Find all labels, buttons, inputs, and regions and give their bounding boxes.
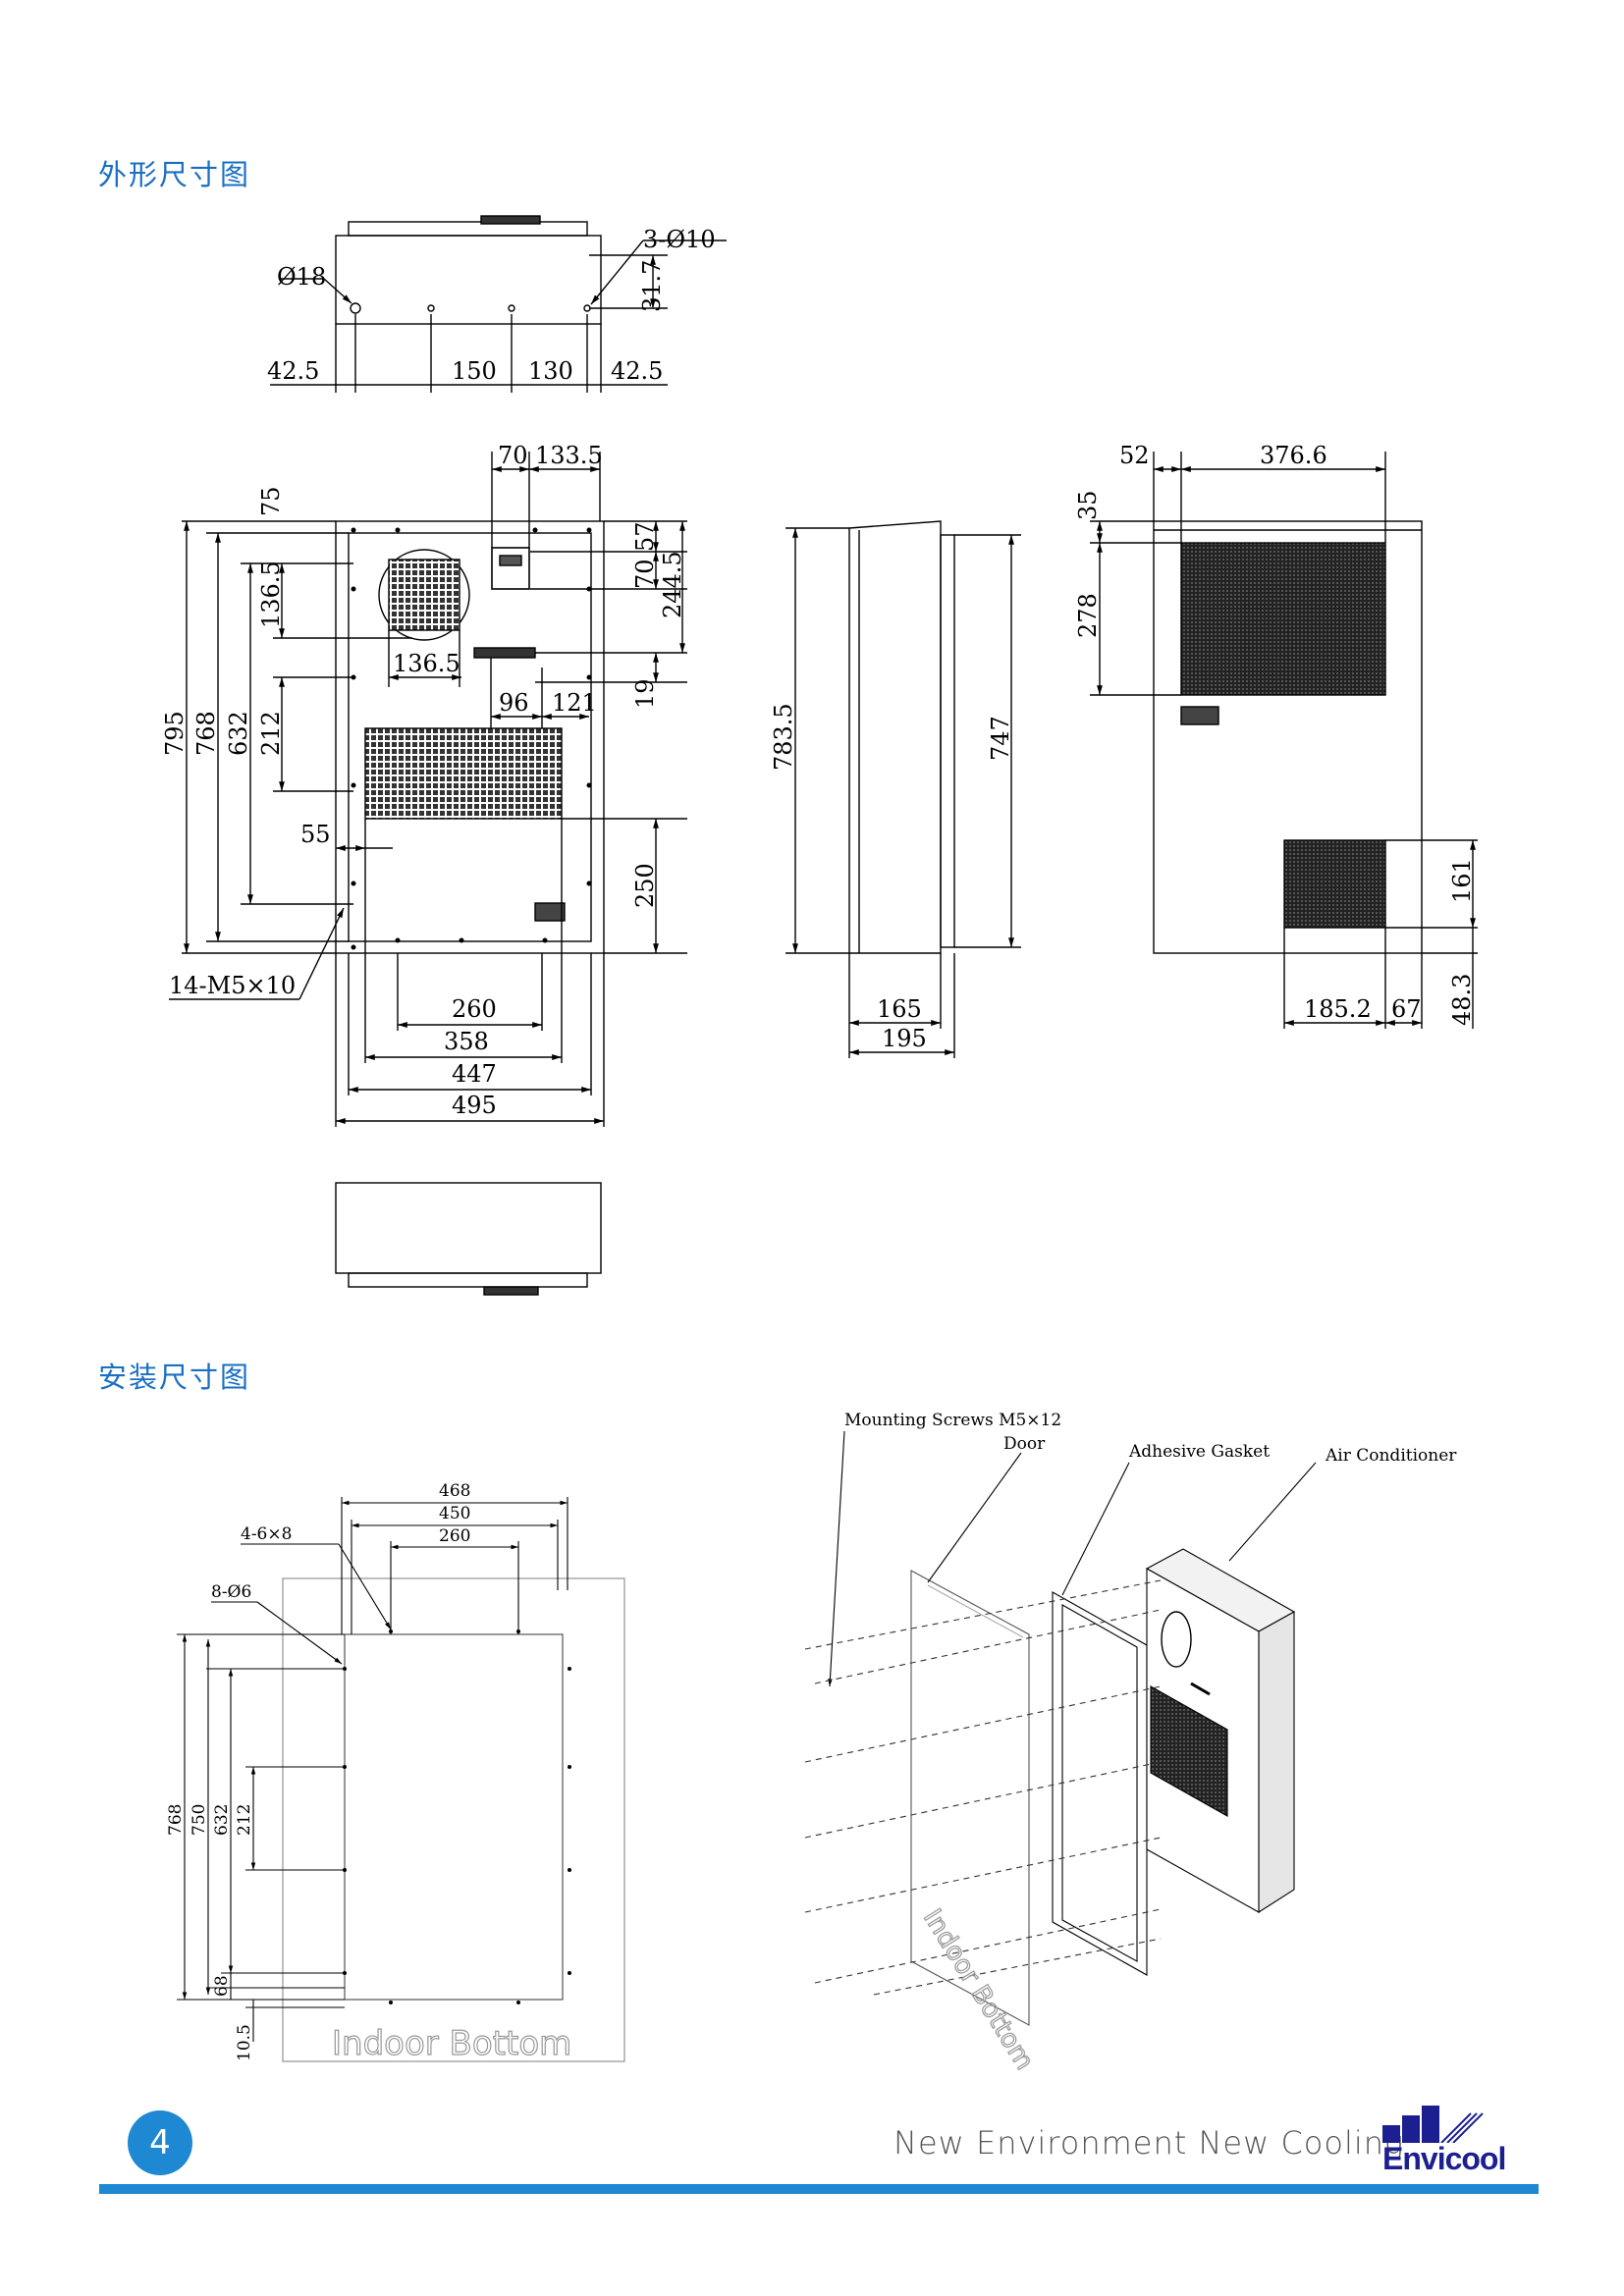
dim-cut-750: 750 [189, 1804, 209, 1836]
dim-front-136-5-inner: 136.5 [393, 650, 460, 677]
dim-back-35: 35 [1074, 490, 1102, 520]
label-cut-8-6: 8-Ø6 [211, 1582, 251, 1602]
dim-front-70-top: 70 [498, 442, 528, 469]
dim-front-495: 495 [452, 1092, 497, 1119]
dim-front-795: 795 [161, 711, 189, 756]
label-front-screws: 14-M5×10 [169, 972, 296, 999]
brand-name: Envicool [1382, 2141, 1506, 2176]
dim-front-447: 447 [452, 1060, 497, 1088]
dim-cut-632: 632 [212, 1804, 232, 1836]
dim-front-70-right: 70 [631, 559, 659, 589]
side-view [785, 520, 1021, 1058]
cutout-view-labels: 468 450 260 4-6×8 8-Ø6 768 750 632 212 6… [166, 1481, 572, 2064]
section-title-outline: 外形尺寸图 [98, 158, 251, 191]
dim-front-358: 358 [444, 1028, 489, 1055]
dim-front-632: 632 [225, 711, 252, 756]
dim-front-260: 260 [452, 995, 497, 1023]
dim-top-42-5-right: 42.5 [611, 357, 663, 385]
label-door: Door [1003, 1434, 1046, 1454]
label-air-conditioner: Air Conditioner [1325, 1446, 1457, 1466]
dim-cut-450: 450 [439, 1504, 470, 1523]
dim-top-3x10: 3-Ø10 [643, 226, 716, 253]
section-title-installation: 安装尺寸图 [98, 1361, 251, 1394]
cutout-watermark: Indoor Bottom [332, 2024, 571, 2063]
dim-back-185-2: 185.2 [1304, 995, 1372, 1023]
dim-front-57: 57 [631, 521, 659, 552]
page-number: 4 [128, 2110, 192, 2175]
footer-bar [99, 2184, 1539, 2194]
dim-top-31-7: 31.7 [638, 260, 666, 312]
label-adhesive-gasket: Adhesive Gasket [1128, 1442, 1270, 1462]
dim-top-42-5-left: 42.5 [267, 357, 319, 385]
front-view-labels: 70 133.5 57 70 244.5 19 250 75 136.5 795… [161, 442, 686, 1119]
dim-cut-768: 768 [166, 1804, 186, 1836]
dim-front-244-5: 244.5 [659, 551, 686, 618]
dim-top-130: 130 [528, 357, 573, 385]
door-watermark: Indoor Bottom [917, 1904, 1039, 2075]
side-view-labels: 783.5 747 165 195 [770, 703, 1014, 1052]
dim-back-376-6: 376.6 [1260, 442, 1327, 469]
dim-cut-68: 68 [212, 1975, 232, 1997]
dim-cut-10-5: 10.5 [235, 2024, 254, 2061]
front-view [169, 452, 687, 1127]
label-mounting-screws: Mounting Screws M5×12 [844, 1411, 1061, 1430]
cutout-view [177, 1497, 625, 2062]
dim-side-747: 747 [987, 716, 1014, 761]
dim-front-75: 75 [257, 486, 285, 516]
dim-front-250: 250 [631, 863, 659, 908]
back-view-labels: 52 376.6 35 278 161 185.2 67 48.3 [1074, 442, 1476, 1026]
dim-cut-468: 468 [439, 1481, 470, 1501]
label-cut-4-6x8: 4-6×8 [241, 1524, 292, 1544]
dim-cut-260: 260 [439, 1526, 470, 1546]
brand-logo: Envicool [1382, 2104, 1540, 2176]
dim-top-150: 150 [452, 357, 497, 385]
brand-mark-icon [1382, 2106, 1484, 2144]
footer-slogan: New Environment New Cooling [893, 2124, 1405, 2162]
dim-back-48-3: 48.3 [1448, 974, 1476, 1026]
dim-front-136-5-left: 136.5 [257, 561, 285, 628]
dim-back-67: 67 [1391, 995, 1422, 1023]
dim-front-55: 55 [300, 821, 331, 848]
dim-side-165: 165 [877, 995, 922, 1023]
dim-top-hole-18: Ø18 [277, 263, 326, 291]
dim-front-121: 121 [552, 689, 597, 717]
dim-back-278: 278 [1074, 593, 1102, 638]
exploded-view [804, 1430, 1317, 2026]
top-view [270, 215, 727, 393]
top-view-labels: Ø18 3-Ø10 31.7 42.5 150 130 42.5 [267, 226, 716, 385]
back-view [1090, 452, 1478, 1029]
dim-side-195: 195 [882, 1025, 927, 1052]
dim-cut-212: 212 [235, 1804, 254, 1836]
dim-side-783-5: 783.5 [770, 703, 797, 771]
dim-front-19: 19 [631, 678, 659, 709]
dim-back-161: 161 [1448, 858, 1476, 903]
dim-front-768: 768 [192, 711, 220, 756]
bottom-view [335, 1182, 602, 1296]
dim-front-133-5: 133.5 [535, 442, 603, 469]
dim-front-212: 212 [257, 711, 285, 756]
dim-back-52: 52 [1119, 442, 1150, 469]
dim-front-96: 96 [499, 689, 529, 717]
